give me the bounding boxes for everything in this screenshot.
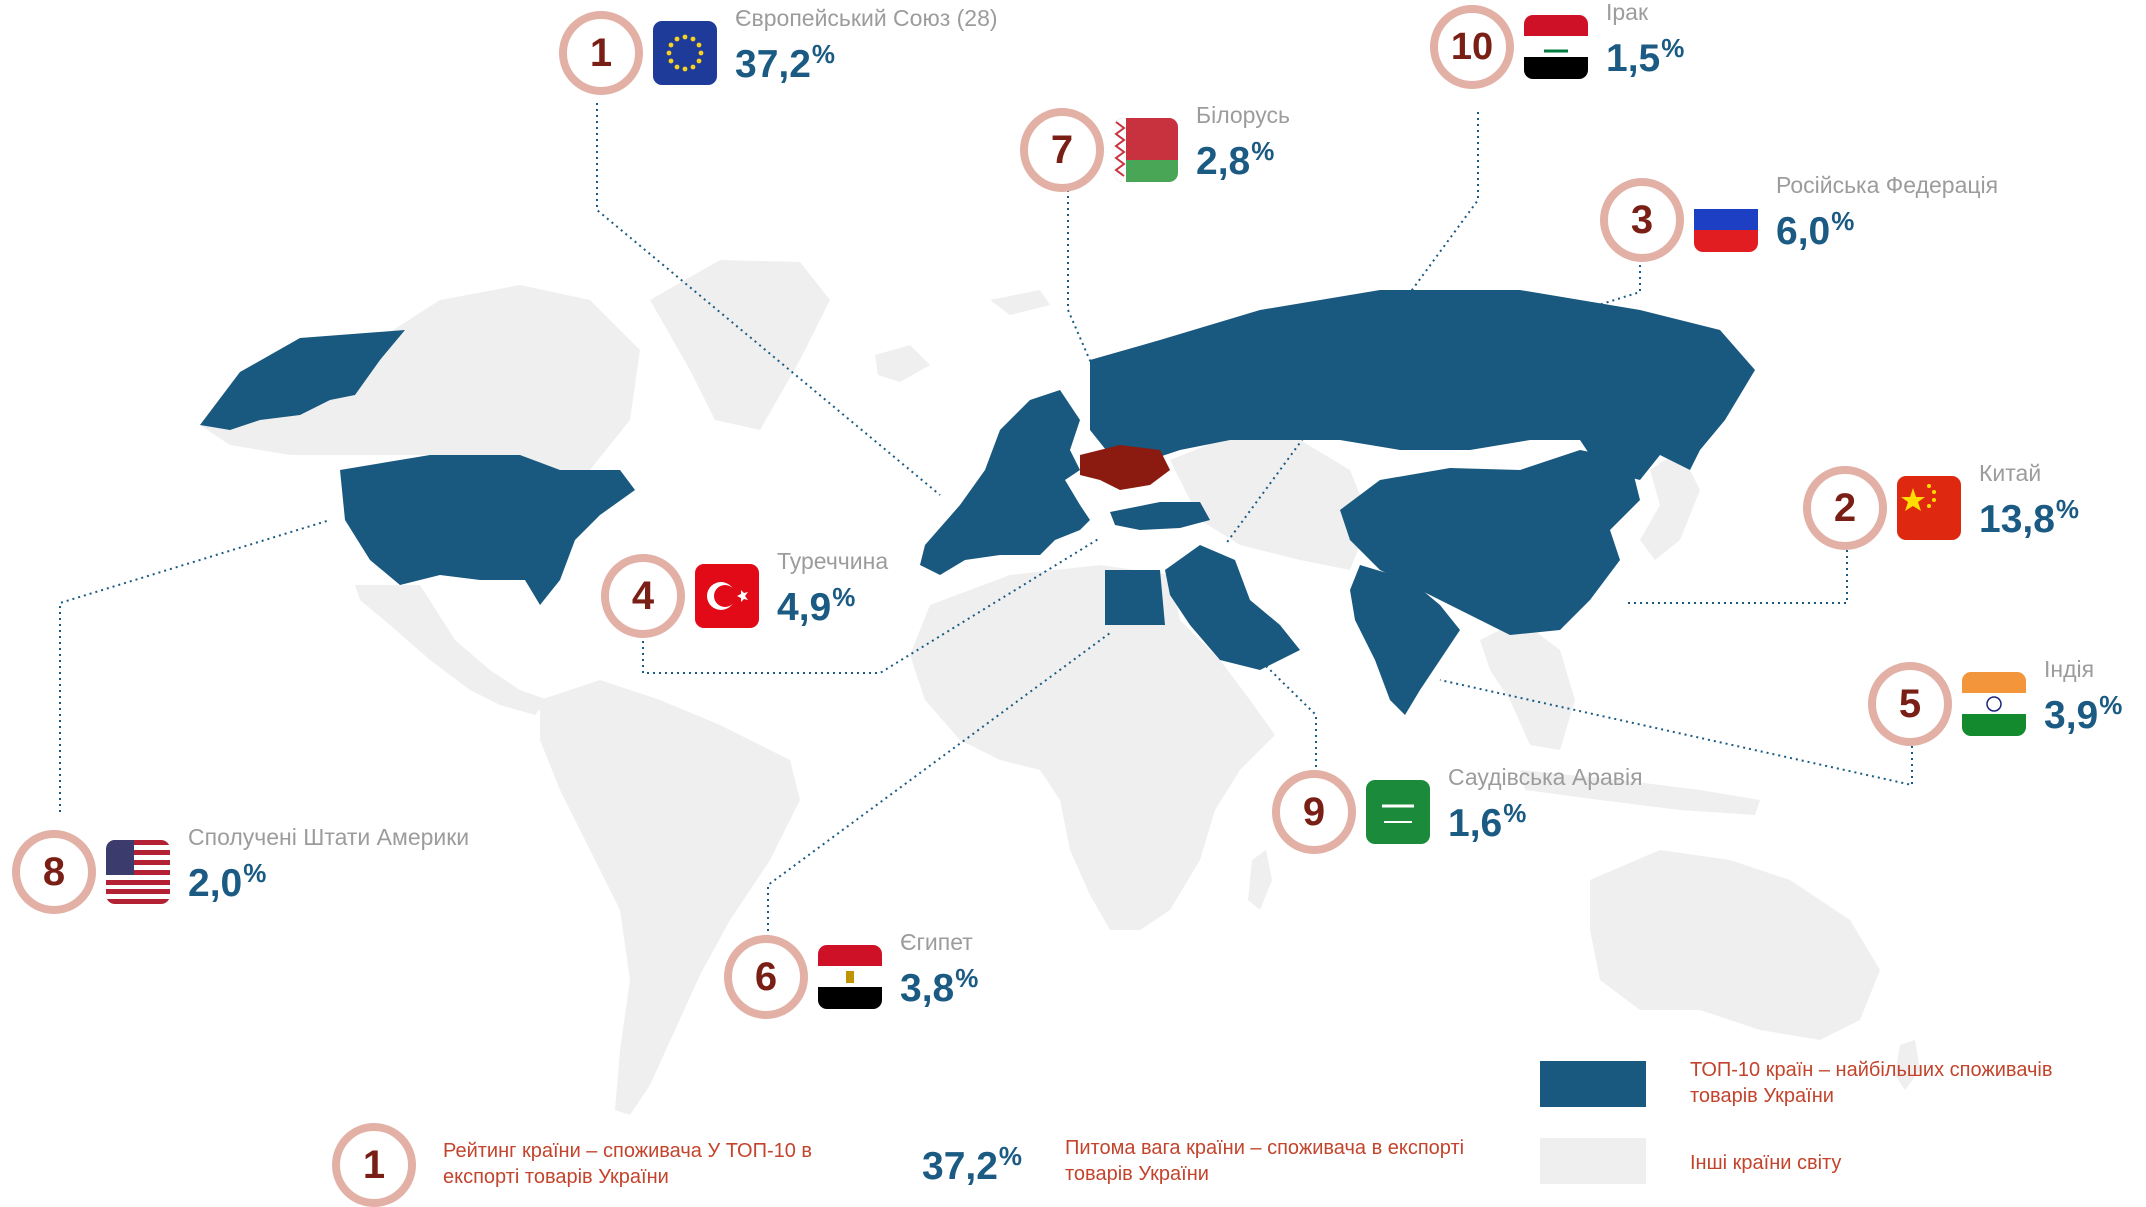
mexico-central-america-shape bbox=[355, 585, 548, 715]
usa-flag-icon bbox=[106, 840, 170, 904]
arctic-island-shape bbox=[990, 290, 1050, 315]
country-name: Туреччина bbox=[777, 548, 889, 574]
country-name: Індія bbox=[2044, 656, 2095, 682]
alaska-shape bbox=[200, 330, 405, 430]
share-value: 2,0% bbox=[188, 858, 267, 905]
usa-shape bbox=[340, 455, 635, 605]
country-name: Саудівська Аравія bbox=[1448, 764, 1643, 790]
legend-rank-text: Рейтинг країни – споживача У ТОП-10 в ек… bbox=[443, 1140, 813, 1188]
rank-badge: 8 bbox=[12, 830, 96, 914]
legend-others-label: Інші країни світу bbox=[1690, 1152, 1842, 1174]
country-name: Китай bbox=[1979, 460, 2042, 486]
rank-badge: 4 bbox=[601, 554, 685, 638]
iceland-shape bbox=[875, 345, 930, 382]
japan-shape bbox=[1640, 450, 1700, 560]
country-name: Сполучені Штати Америки bbox=[188, 824, 470, 850]
share-value: 3,9% bbox=[2044, 690, 2123, 737]
legend-top10-swatch bbox=[1540, 1061, 1646, 1107]
connector-belarus bbox=[1067, 190, 1119, 426]
share-value: 37,2% bbox=[735, 39, 836, 86]
rank-badge: 2 bbox=[1803, 466, 1887, 550]
madagascar-shape bbox=[1248, 850, 1272, 910]
indonesia-shape bbox=[1520, 770, 1760, 815]
rank-badge: 3 bbox=[1600, 178, 1684, 262]
turkey-flag-icon bbox=[695, 564, 759, 628]
ukraine-shape bbox=[1080, 445, 1170, 490]
share-value: 1,5% bbox=[1606, 33, 1685, 80]
rank-badge: 6 bbox=[724, 935, 808, 1019]
country-name: Ірак bbox=[1606, 0, 1649, 25]
rank-badge: 9 bbox=[1272, 770, 1356, 854]
southeast-asia-shape bbox=[1480, 620, 1575, 750]
country-name: Російська Федерація bbox=[1776, 172, 1999, 198]
legend-top10-label: ТОП-10 країн – найбільших споживачів тов… bbox=[1690, 1059, 2053, 1107]
china-flag-icon bbox=[1897, 476, 1961, 540]
rank-badge: 7 bbox=[1020, 108, 1104, 192]
india-shape bbox=[1350, 565, 1460, 715]
other-countries bbox=[200, 260, 1920, 1115]
share-value: 1,6% bbox=[1448, 798, 1527, 845]
canada-shape bbox=[200, 285, 640, 470]
india-flag-icon bbox=[1962, 672, 2026, 736]
central-asia-shape bbox=[1170, 440, 1370, 570]
egypt-flag-icon bbox=[818, 945, 882, 1009]
share-value: 3,8% bbox=[900, 963, 979, 1010]
belarus-flag-icon bbox=[1114, 118, 1178, 182]
country-name: Європейський Союз (28) bbox=[735, 5, 998, 31]
turkey-shape bbox=[1110, 502, 1210, 530]
new-zealand-shape bbox=[1895, 1040, 1920, 1090]
south-america-shape bbox=[540, 680, 800, 1115]
middle-east-shape bbox=[1165, 545, 1300, 670]
egypt-shape bbox=[1105, 570, 1165, 625]
share-value: 2,8% bbox=[1196, 136, 1275, 183]
country-name: Білорусь bbox=[1196, 102, 1290, 128]
rank-badge: 10 bbox=[1430, 5, 1514, 89]
legend-share-example: 37,2% bbox=[922, 1141, 1023, 1188]
connector-china bbox=[1625, 550, 1848, 604]
eu-shape bbox=[920, 390, 1090, 575]
top10-countries bbox=[200, 290, 1755, 715]
china-shape bbox=[1340, 450, 1640, 635]
share-value: 4,9% bbox=[777, 582, 856, 629]
saudi-flag-icon bbox=[1366, 780, 1430, 844]
country-name: Єгипет bbox=[900, 929, 973, 955]
connector-lines bbox=[59, 103, 1913, 937]
connector-usa bbox=[59, 519, 331, 812]
connector-russia bbox=[1524, 253, 1641, 329]
rank-badge: 1 bbox=[559, 11, 643, 95]
australia-shape bbox=[1590, 850, 1880, 1040]
share-value: 13,8% bbox=[1979, 494, 2080, 541]
eu-flag-icon bbox=[653, 21, 717, 85]
legend-share-text: Питома вага країни – споживача в експорт… bbox=[1065, 1137, 1465, 1185]
connector-india bbox=[1439, 679, 1913, 787]
russia-flag-icon bbox=[1694, 188, 1758, 252]
rank-badge-example: 1 bbox=[332, 1123, 416, 1207]
share-value: 6,0% bbox=[1776, 206, 1855, 253]
connector-turkey bbox=[642, 537, 1101, 674]
iraq-flag-icon bbox=[1524, 15, 1588, 79]
africa-shape bbox=[910, 565, 1275, 930]
greenland-shape bbox=[650, 260, 830, 430]
connector-iraq bbox=[1224, 112, 1479, 546]
legend-others-swatch bbox=[1540, 1138, 1646, 1184]
connector-saudi bbox=[1264, 664, 1317, 767]
rank-badge: 5 bbox=[1868, 662, 1952, 746]
russia-shape bbox=[1090, 290, 1755, 480]
